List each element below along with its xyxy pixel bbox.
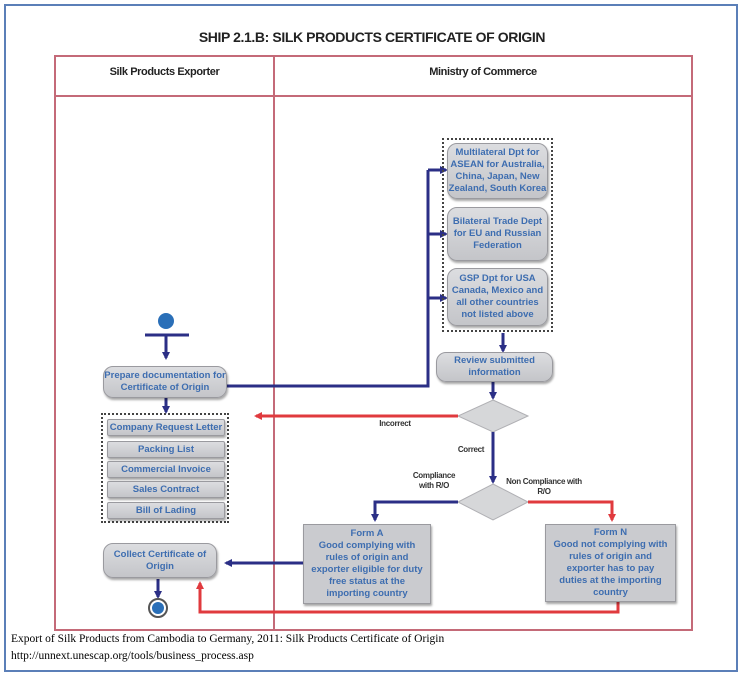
doc-packing-list: Packing List [107,441,225,458]
edge-compliance [371,500,458,522]
label-correct: Correct [457,445,485,454]
form-a-text: Good complying with rules of origin and … [311,540,423,599]
caption-source-url: http://unnext.unescap.org/tools/business… [11,650,254,662]
doc-sales-contract: Sales Contract [107,481,225,498]
doc-commercial-invoice: Commercial Invoice [107,461,225,478]
edge-non-compliance [528,500,616,522]
label-incorrect: Incorrect [379,419,411,428]
departments-group [442,138,553,332]
node-collect-certificate: Collect Certificate of Origin [103,543,217,578]
outer-frame [4,4,738,672]
node-form-n: Form N Good not complying with rules of … [545,524,676,602]
lane-title-ministry: Ministry of Commerce [429,66,537,78]
node-multilateral-dpt: Multilateral Dpt for ASEAN for Australia… [447,143,548,199]
node-prepare-documentation: Prepare documentation for Certificate of… [103,366,227,398]
edge-prepare-departments [226,170,430,388]
lane-title-exporter: Silk Products Exporter [109,66,220,78]
decision-correct [456,399,530,433]
form-a-title: Form A [350,528,384,539]
form-n-text: Good not complying with rules of origin … [553,539,668,598]
decision-compliance [456,483,530,521]
lane-header-divider [56,95,691,97]
diagram-title: SHIP 2.1.B: SILK PRODUCTS CERTIFICATE OF… [198,29,546,45]
edge-formn-collect [196,581,620,614]
node-review-submitted: Review submitted information [436,352,553,382]
end-node [152,602,164,614]
node-bilateral-trade-dept: Bilateral Trade Dept for EU and Russian … [447,207,548,261]
label-non-compliance: Non Compliance with R/O [506,477,582,496]
doc-bill-of-lading: Bill of Lading [107,502,225,519]
doc-company-request-letter: Company Request Letter [107,419,225,436]
documents-group [101,413,229,523]
node-gsp-dpt: GSP Dpt for USA Canada, Mexico and all o… [447,268,548,326]
lane-divider [273,57,275,629]
caption-title: Export of Silk Products from Cambodia to… [11,633,445,645]
swimlane-pool [54,55,693,631]
form-n-title: Form N [593,527,628,538]
label-compliance: Compliance with R/O [412,471,456,490]
start-node [158,313,174,329]
node-form-a: Form A Good complying with rules of orig… [303,524,431,604]
